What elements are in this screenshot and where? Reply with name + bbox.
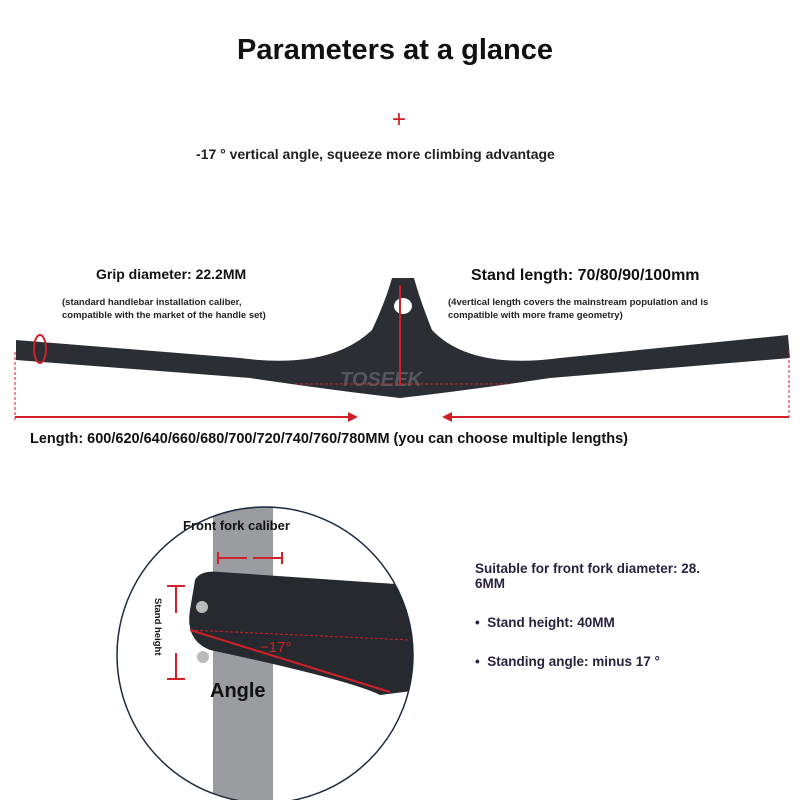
- grip-diameter-label: Grip diameter: 22.2MM: [96, 266, 247, 282]
- length-options: Length: 600/620/640/660/680/700/720/740/…: [30, 431, 628, 447]
- stem-detail-illustration: Front fork caliber Stand height −17° Ang…: [116, 506, 414, 800]
- standing-angle-spec: • Standing angle: minus 17 °: [475, 654, 660, 669]
- grip-note: (standard handlebar installation caliber…: [62, 296, 266, 322]
- stand-height-spec: • Stand height: 40MM: [475, 615, 615, 630]
- stand-length-label: Stand length: 70/80/90/100mm: [471, 267, 700, 284]
- specs-block: Suitable for front fork diameter: 28. 6M…: [475, 561, 700, 669]
- fork-caliber-label: Front fork caliber: [183, 518, 290, 533]
- stand-note: (4vertical length covers the mainstream …: [448, 296, 708, 322]
- fork-diameter-spec: Suitable for front fork diameter: 28.: [475, 561, 701, 576]
- angle-label: Angle: [210, 680, 266, 702]
- grip-note-line: compatible with the market of the handle…: [62, 310, 266, 321]
- page-title: Parameters at a glance: [237, 34, 553, 66]
- stand-height-label: Stand height: [152, 598, 163, 656]
- grip-note-line: (standard handlebar installation caliber…: [62, 297, 242, 308]
- stand-note-line: compatible with more frame geometry): [448, 310, 623, 321]
- standing-angle-text: Standing angle: minus 17 °: [487, 654, 660, 669]
- stand-height-text: Stand height: 40MM: [487, 615, 615, 630]
- subtitle: -17 ° vertical angle, squeeze more climb…: [196, 146, 555, 162]
- handlebar-illustration: TOSEEK: [14, 278, 790, 422]
- fork-diameter-spec-cont: 6MM: [475, 576, 505, 591]
- angle-value: −17°: [260, 639, 291, 656]
- brand-logo: TOSEEK: [340, 369, 423, 391]
- plus-icon: +: [392, 106, 407, 133]
- grip-circle-marker: [33, 334, 47, 364]
- stand-note-line: (4vertical length covers the mainstream …: [448, 297, 709, 308]
